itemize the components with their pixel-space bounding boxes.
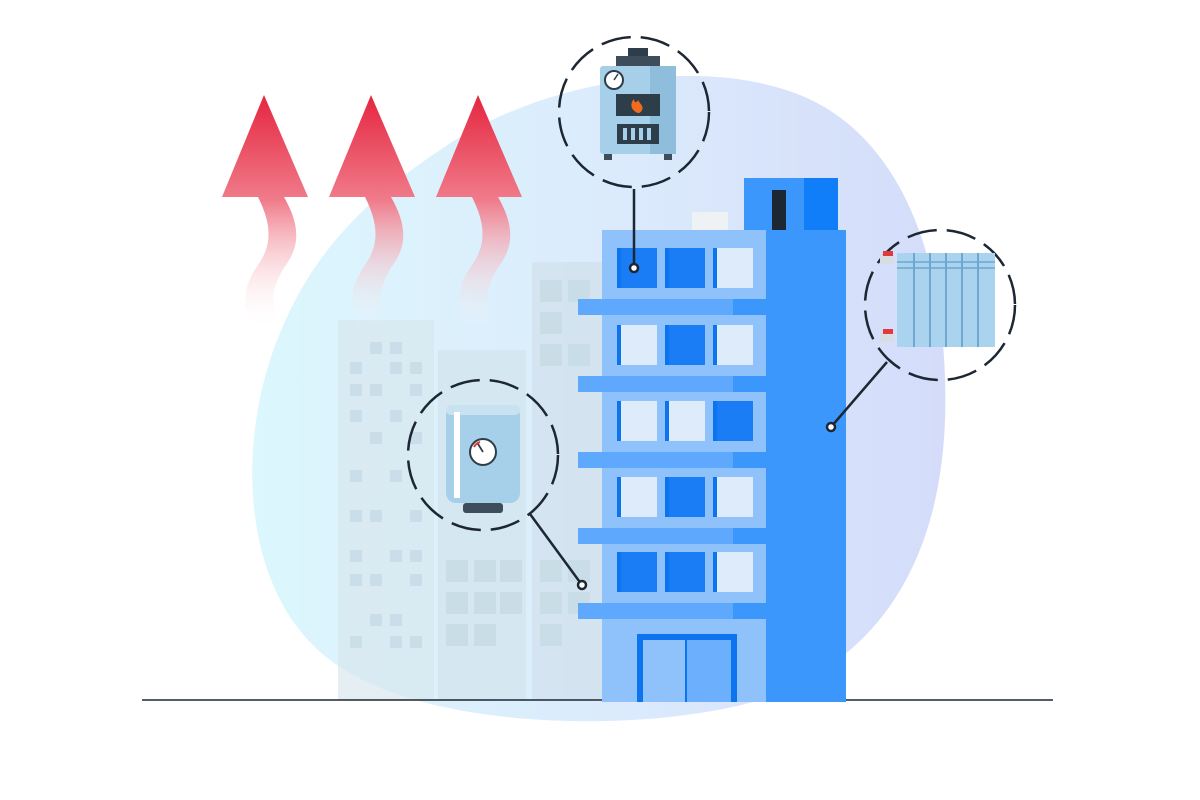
- radiator-icon: [880, 251, 995, 347]
- water-heater-icon: [446, 405, 520, 513]
- callout-connectors: [528, 189, 888, 591]
- heat-arrow-icon: [222, 95, 308, 330]
- background-buildings: [338, 262, 604, 700]
- heat-arrows: [222, 95, 522, 330]
- heat-arrow-icon: [436, 95, 522, 330]
- valve-icon: [880, 251, 894, 264]
- water-heater-callout: [406, 378, 560, 532]
- valve-icon: [880, 329, 894, 342]
- temperature-gauge-icon: [469, 438, 497, 466]
- boiler-icon: [600, 48, 676, 160]
- heat-arrow-icon: [329, 95, 415, 330]
- boiler-callout: [557, 35, 711, 189]
- building-entrance-door: [637, 634, 737, 702]
- main-building: [578, 178, 846, 702]
- radiator-callout: [863, 228, 1017, 382]
- building-windows: [617, 248, 753, 592]
